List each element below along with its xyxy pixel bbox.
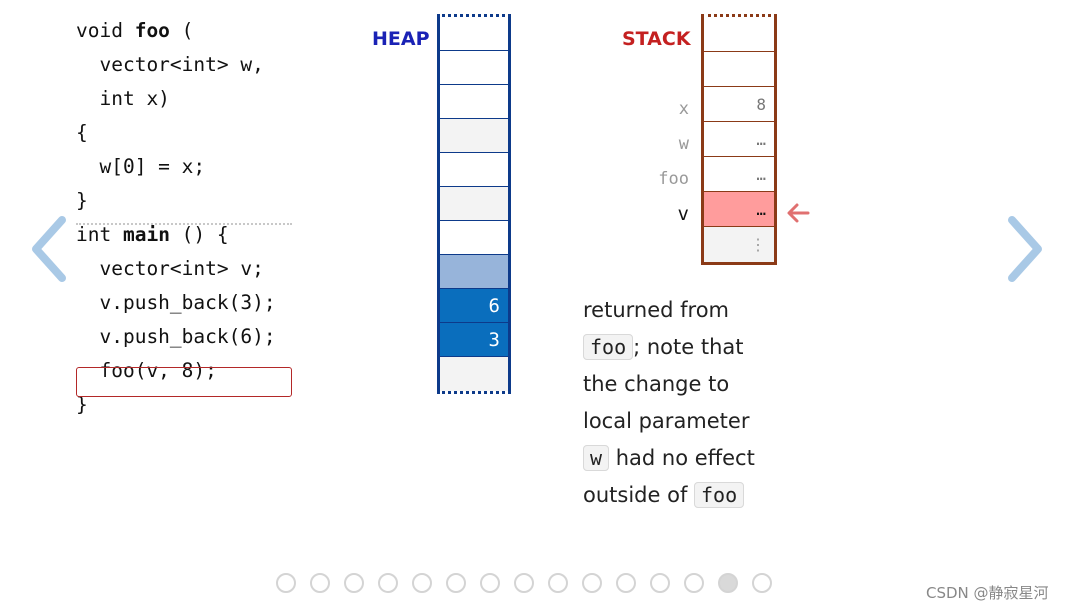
stack-cell bbox=[704, 52, 774, 87]
inline-code: foo bbox=[583, 334, 634, 360]
code-line: void foo ( bbox=[76, 19, 194, 42]
pagination-dot[interactable] bbox=[548, 573, 568, 593]
heap-cell-value: 3 bbox=[440, 323, 508, 357]
heap-cell bbox=[440, 85, 508, 119]
stack-var-label-current: v bbox=[677, 203, 689, 225]
heap-cell-value: 6 bbox=[440, 289, 508, 323]
pagination-dot[interactable] bbox=[582, 573, 602, 593]
arrow-left-icon bbox=[787, 203, 810, 223]
chevron-right-icon bbox=[1008, 216, 1042, 282]
pagination-dot[interactable] bbox=[514, 573, 534, 593]
code-line: v.push_back(6); bbox=[76, 325, 276, 348]
code-line: } bbox=[76, 189, 88, 212]
heap-cell-freed bbox=[440, 255, 508, 289]
pagination-dot[interactable] bbox=[616, 573, 636, 593]
pagination-dot[interactable] bbox=[344, 573, 364, 593]
stack-cell-foo: … bbox=[704, 157, 774, 192]
chevron-left-icon bbox=[32, 216, 66, 282]
pagination-dots bbox=[276, 573, 772, 595]
pagination-dot[interactable] bbox=[378, 573, 398, 593]
stack-cell bbox=[704, 17, 774, 52]
inline-code: w bbox=[583, 445, 610, 471]
code-line: v.push_back(3); bbox=[76, 291, 276, 314]
inline-code: foo bbox=[694, 482, 745, 508]
heap-cell bbox=[440, 51, 508, 85]
heap-cell bbox=[440, 221, 508, 255]
heap-cell bbox=[440, 357, 508, 391]
stack-var-label: x bbox=[678, 99, 689, 119]
stack-cell-more: ⋮ bbox=[704, 227, 774, 262]
prev-slide-button[interactable] bbox=[28, 214, 68, 284]
stack-cell-v: … bbox=[704, 192, 774, 227]
stack-memory: 8 … … … ⋮ bbox=[701, 14, 777, 265]
heap-label: HEAP bbox=[372, 28, 430, 50]
code-line: vector<int> v; bbox=[76, 257, 264, 280]
pagination-dot[interactable] bbox=[684, 573, 704, 593]
stack-label: STACK bbox=[622, 28, 691, 50]
stack-cell-x: 8 bbox=[704, 87, 774, 122]
heap-cell bbox=[440, 119, 508, 153]
stack-var-label: foo bbox=[658, 169, 689, 189]
heap-cell bbox=[440, 17, 508, 51]
pagination-dot[interactable] bbox=[446, 573, 466, 593]
watermark: CSDN @静寂星河 bbox=[926, 584, 1049, 602]
current-line-highlight bbox=[76, 367, 292, 397]
explanation-text: returned from foo; note that the change … bbox=[583, 298, 755, 508]
next-slide-button[interactable] bbox=[1006, 214, 1046, 284]
heap-cell bbox=[440, 187, 508, 221]
code-line: int main () { bbox=[76, 223, 229, 246]
code-line-current: foo(v, 8); bbox=[76, 359, 217, 382]
pagination-dot[interactable] bbox=[310, 573, 330, 593]
code-line: w[0] = x; bbox=[76, 155, 206, 178]
heap-cell bbox=[440, 153, 508, 187]
code-line: int x) bbox=[76, 87, 170, 110]
pagination-dot-current[interactable] bbox=[718, 573, 738, 593]
pagination-dot[interactable] bbox=[276, 573, 296, 593]
stack-var-label: w bbox=[678, 134, 689, 154]
pagination-dot[interactable] bbox=[412, 573, 432, 593]
pagination-dot[interactable] bbox=[650, 573, 670, 593]
pagination-dot[interactable] bbox=[752, 573, 772, 593]
pagination-dot[interactable] bbox=[480, 573, 500, 593]
code-line: vector<int> w, bbox=[76, 53, 264, 76]
code-panel: void foo ( vector<int> w, int x) { w[0] … bbox=[76, 14, 296, 422]
heap-memory: 6 3 bbox=[437, 14, 511, 394]
stack-cell-w: … bbox=[704, 122, 774, 157]
function-separator bbox=[76, 223, 292, 225]
code-line: { bbox=[76, 121, 88, 144]
code-line: } bbox=[76, 393, 88, 416]
